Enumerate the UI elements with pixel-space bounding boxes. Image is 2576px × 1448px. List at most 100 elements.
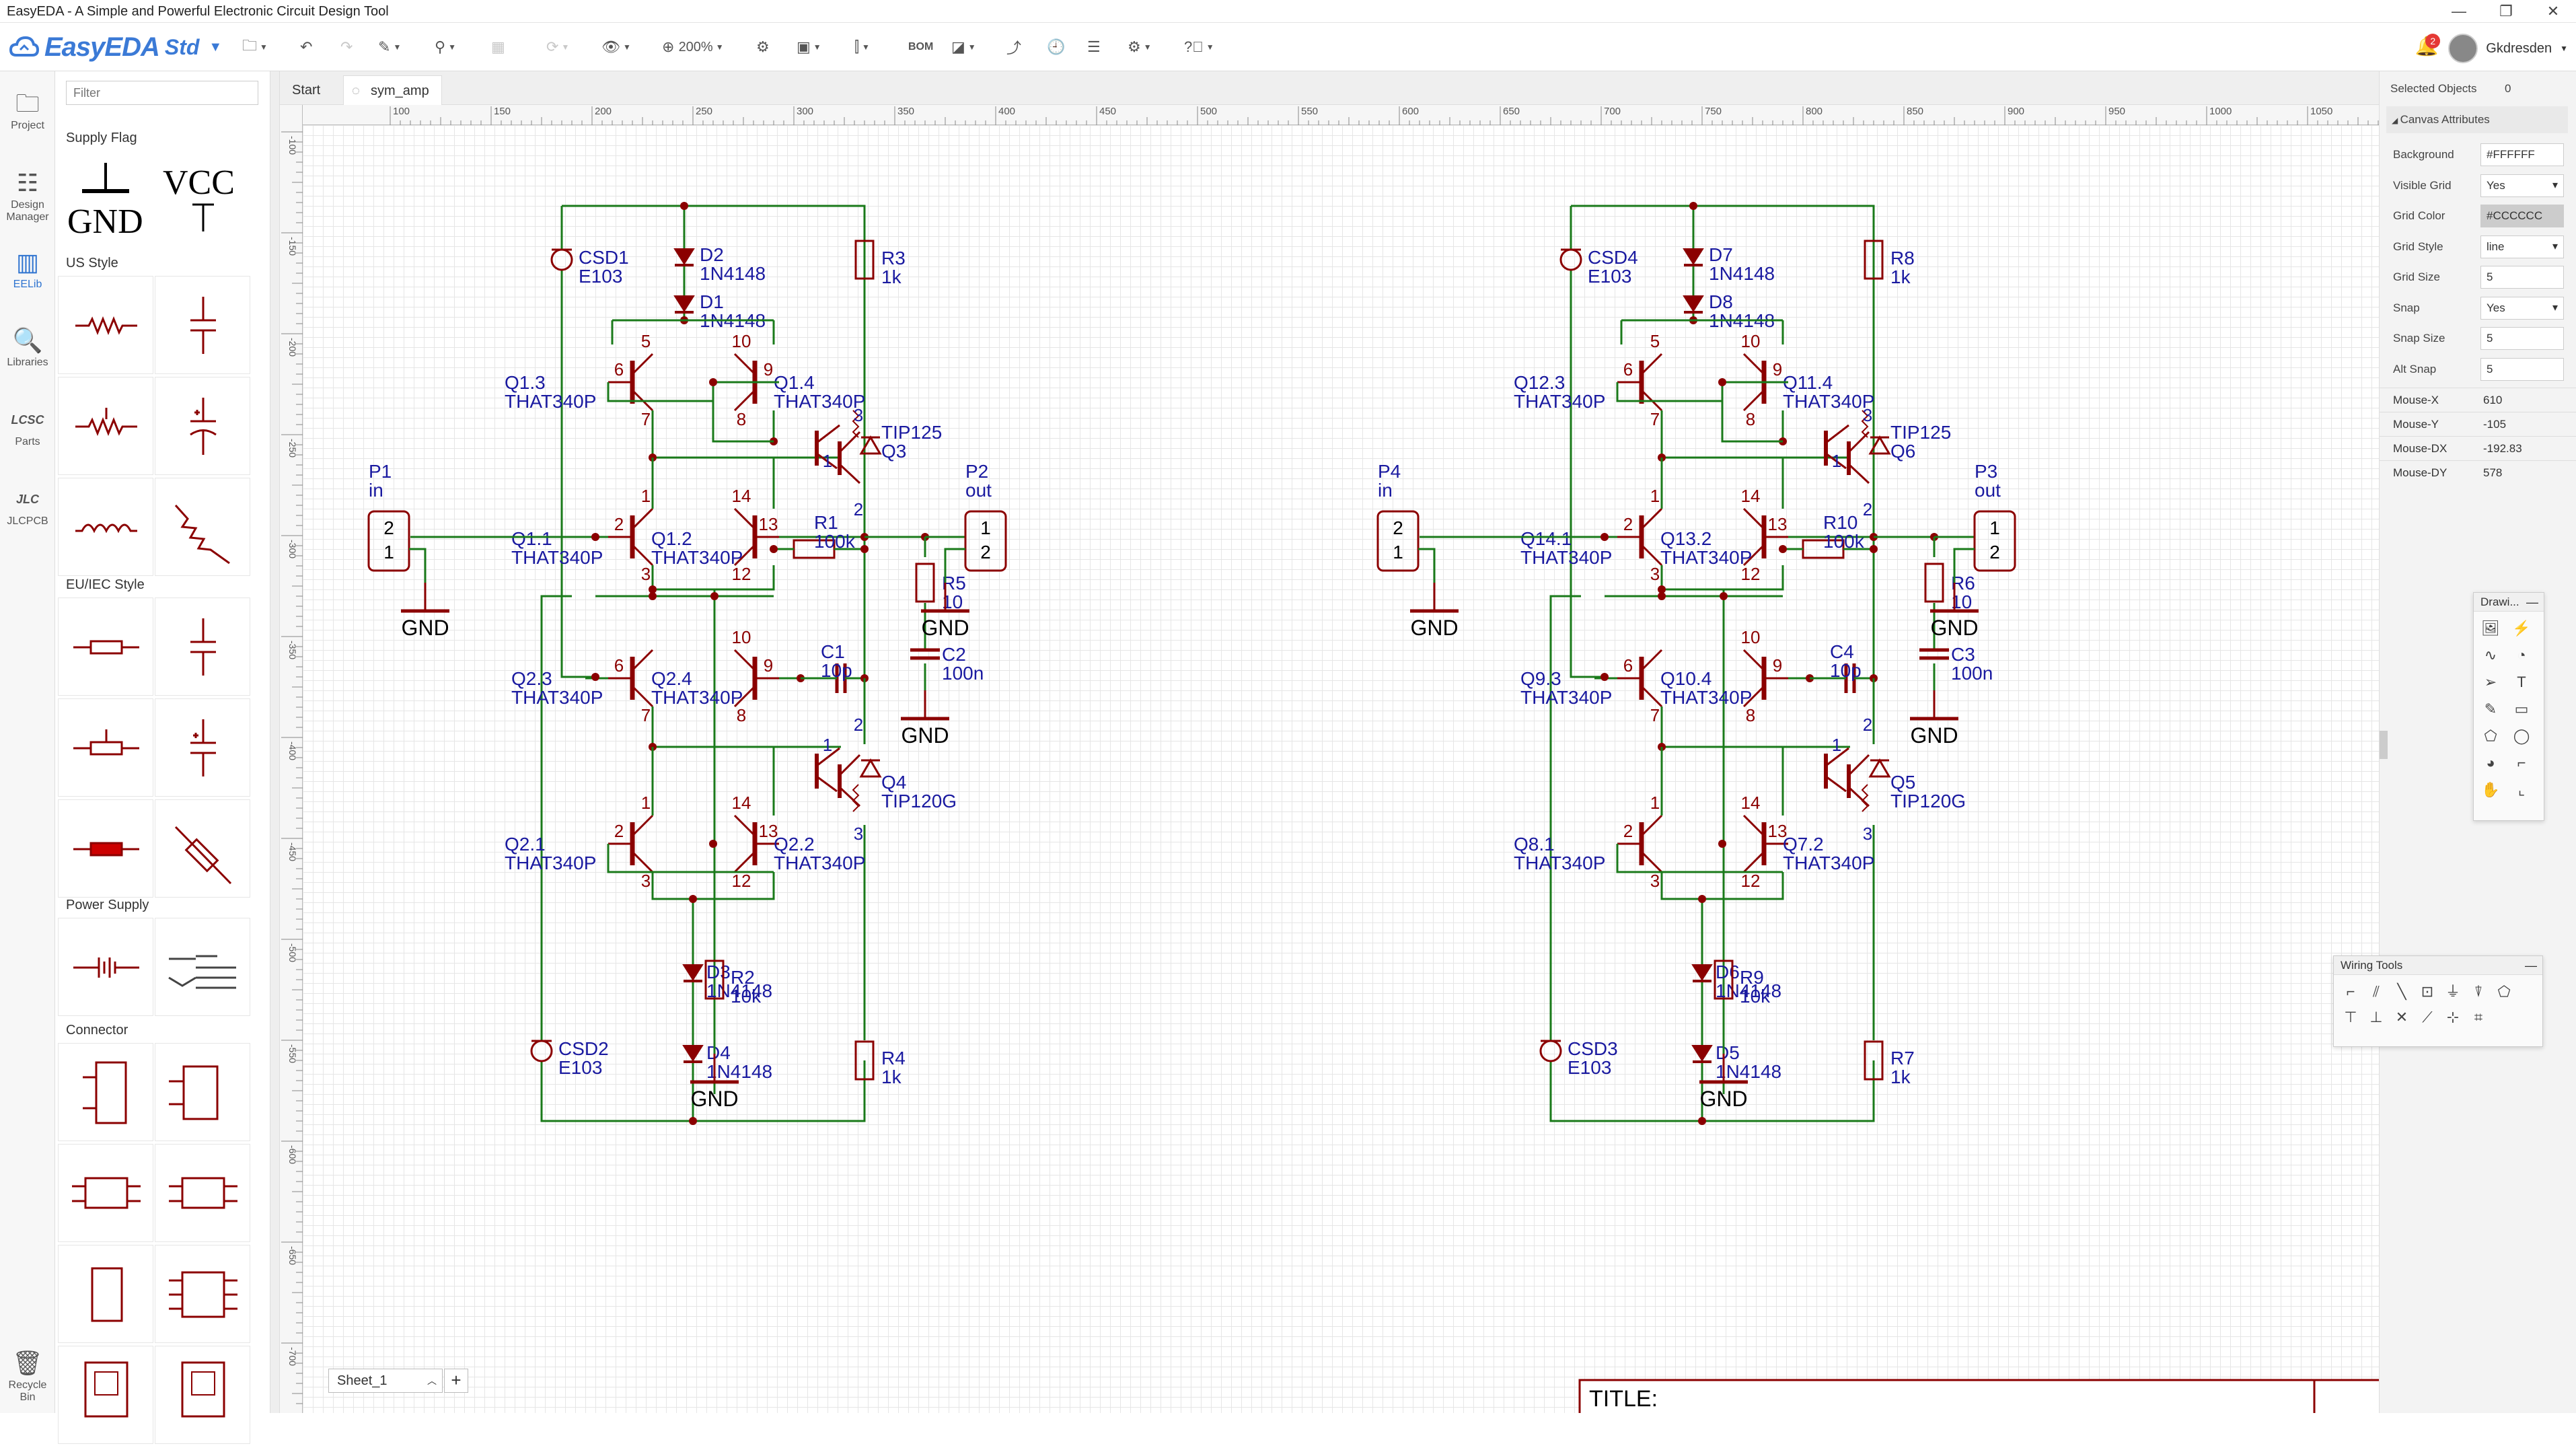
us-potentiometer[interactable]: [58, 377, 153, 475]
drag-tool-icon[interactable]: ⌐: [2517, 754, 2526, 771]
fabrication-menu-button[interactable]: ⫿▼: [854, 35, 870, 59]
attr-select[interactable]: Yes: [2480, 174, 2564, 197]
pie-tool-icon[interactable]: ◕: [2486, 754, 2495, 771]
align-button[interactable]: ▦: [491, 35, 505, 59]
rj-connector-b[interactable]: [155, 1346, 250, 1444]
group-icon[interactable]: ⌗: [2474, 1009, 2483, 1025]
draw-menu-button[interactable]: ✎▼: [378, 35, 401, 59]
us-resistor[interactable]: [58, 276, 153, 374]
attr-input[interactable]: 5: [2480, 327, 2564, 350]
text-tool-icon[interactable]: T: [2517, 674, 2526, 690]
drawing-tools-header[interactable]: Drawi...—: [2474, 593, 2544, 612]
wiring-tools-header[interactable]: Wiring Tools—: [2334, 956, 2542, 975]
zoom-menu-button[interactable]: ⊕ 200%▼: [662, 35, 724, 59]
attr-input[interactable]: #FFFFFF: [2480, 143, 2564, 166]
help-menu-button[interactable]: ?⃝▼: [1184, 35, 1214, 59]
connector-2pin-right[interactable]: [155, 1043, 250, 1141]
nav-eelib[interactable]: ▥EELib: [0, 249, 55, 291]
minimize-icon[interactable]: —: [2526, 595, 2538, 609]
vcc-symbol[interactable]: VCC: [155, 151, 250, 249]
wire-tool-icon[interactable]: ⌐: [2346, 983, 2355, 1000]
rj-connector-a[interactable]: [58, 1346, 153, 1444]
chevron-down-icon[interactable]: ▼: [2560, 44, 2568, 53]
easyeda-logo[interactable]: EasyEDA Std ▼: [9, 32, 222, 62]
theme-menu-button[interactable]: ◪▼: [951, 35, 976, 59]
battery-symbol[interactable]: [58, 918, 153, 1016]
rotate-menu-button[interactable]: ⟳▼: [546, 35, 569, 59]
add-sheet-button[interactable]: +: [444, 1369, 468, 1393]
connector-2pin-box[interactable]: [58, 1245, 153, 1343]
net-port-icon[interactable]: ⬠: [2497, 983, 2511, 1000]
place-menu-button[interactable]: ⚲▼: [435, 35, 456, 59]
attr-input[interactable]: 5: [2480, 266, 2564, 289]
bus-entry-icon[interactable]: ╲: [2397, 983, 2406, 1000]
net-label-icon[interactable]: ⊡: [2421, 983, 2434, 1000]
vcc-flag-icon[interactable]: ⊤: [2344, 1009, 2357, 1025]
polygon-tool-icon[interactable]: ⬠: [2484, 727, 2497, 744]
eu-fuse[interactable]: [58, 799, 153, 898]
minimize-icon[interactable]: —: [2525, 959, 2537, 972]
close-button[interactable]: ✕: [2546, 3, 2560, 20]
nav-libraries[interactable]: 🔍Libraries: [0, 327, 55, 369]
chevron-down-icon[interactable]: ▼: [209, 39, 223, 55]
eu-polarized-capacitor[interactable]: [155, 698, 250, 797]
undo-button[interactable]: ↶: [300, 35, 312, 59]
minimize-button[interactable]: —: [2452, 3, 2466, 20]
attr-input[interactable]: #CCCCCC: [2480, 205, 2564, 227]
us-capacitor[interactable]: [155, 276, 250, 374]
canvas-origin-icon[interactable]: ⌞: [2517, 781, 2526, 798]
no-connect-icon[interactable]: ✕: [2395, 1009, 2408, 1025]
eu-capacitor[interactable]: [155, 598, 250, 696]
tab-start[interactable]: Start: [292, 83, 321, 98]
net-flag-vcc-icon[interactable]: ⍒: [2474, 983, 2483, 1000]
sheet-tab[interactable]: Sheet_1 ︿: [328, 1369, 443, 1393]
share-button[interactable]: ⤴: [1006, 35, 1021, 59]
avatar[interactable]: [2448, 34, 2478, 63]
drc-button[interactable]: ⚙: [756, 35, 770, 59]
bezier-tool-icon[interactable]: ∿: [2484, 647, 2497, 663]
connector-2pin-left[interactable]: [58, 1043, 153, 1141]
username[interactable]: Gkdresden: [2486, 40, 2552, 56]
nav-project[interactable]: 🗀Project: [0, 90, 55, 132]
view-menu-button[interactable]: 👁▼: [601, 35, 631, 59]
us-inductor[interactable]: [58, 478, 153, 576]
panel-splitter[interactable]: [270, 71, 280, 1413]
maximize-button[interactable]: ❐: [2499, 3, 2513, 20]
nav-recycle-bin[interactable]: 🗑Recycle Bin: [0, 1350, 55, 1404]
ellipse-tool-icon[interactable]: ◯: [2513, 727, 2530, 744]
us-polarized-capacitor[interactable]: [155, 377, 250, 475]
arc-tool-icon[interactable]: ◔: [2517, 647, 2526, 663]
junction-icon[interactable]: ⊹: [2446, 1009, 2460, 1025]
attr-input[interactable]: 5: [2480, 357, 2564, 381]
nav-design-manager[interactable]: ☷Design Manager: [0, 170, 55, 223]
eu-variable-resistor[interactable]: [155, 799, 250, 898]
connector-4pin-b[interactable]: [155, 1144, 250, 1242]
canvas-attributes-header[interactable]: ◢ Canvas Attributes: [2386, 106, 2568, 133]
rectangle-tool-icon[interactable]: ▭: [2514, 700, 2529, 717]
layers-button[interactable]: ☰: [1087, 35, 1101, 59]
pin-tool-icon[interactable]: ⊥: [2369, 1009, 2383, 1025]
library-filter-input[interactable]: [66, 81, 258, 105]
panel-collapse-handle[interactable]: [2380, 731, 2388, 759]
gnd-symbol[interactable]: GND: [58, 151, 153, 249]
tab-sym-amp[interactable]: ◌ sym_amp: [343, 75, 442, 105]
notifications-button[interactable]: 🔔 2: [2413, 34, 2441, 62]
redo-button[interactable]: ↷: [340, 35, 353, 59]
freehand-tool-icon[interactable]: ✎: [2484, 700, 2497, 717]
settings-menu-button[interactable]: ⚙▼: [1128, 35, 1152, 59]
bus-tool-icon[interactable]: ⫽: [2373, 983, 2380, 1000]
dc-jack-symbol[interactable]: [155, 918, 250, 1016]
arrow-tool-icon[interactable]: ➢: [2484, 674, 2497, 690]
image-tool-icon[interactable]: 🖼: [2481, 620, 2500, 637]
convert-menu-button[interactable]: ▣▼: [797, 35, 821, 59]
history-button[interactable]: 🕘: [1047, 35, 1065, 59]
hand-tool-icon[interactable]: ✋: [2481, 781, 2500, 798]
net-flag-gnd-icon[interactable]: ⏚: [2445, 983, 2460, 1000]
probe-icon[interactable]: ⟋: [2422, 1009, 2433, 1025]
attr-select[interactable]: line: [2480, 235, 2564, 258]
eu-resistor[interactable]: [58, 598, 153, 696]
us-variable-resistor[interactable]: [155, 478, 250, 576]
file-menu-button[interactable]: 🗀▼: [242, 35, 268, 59]
